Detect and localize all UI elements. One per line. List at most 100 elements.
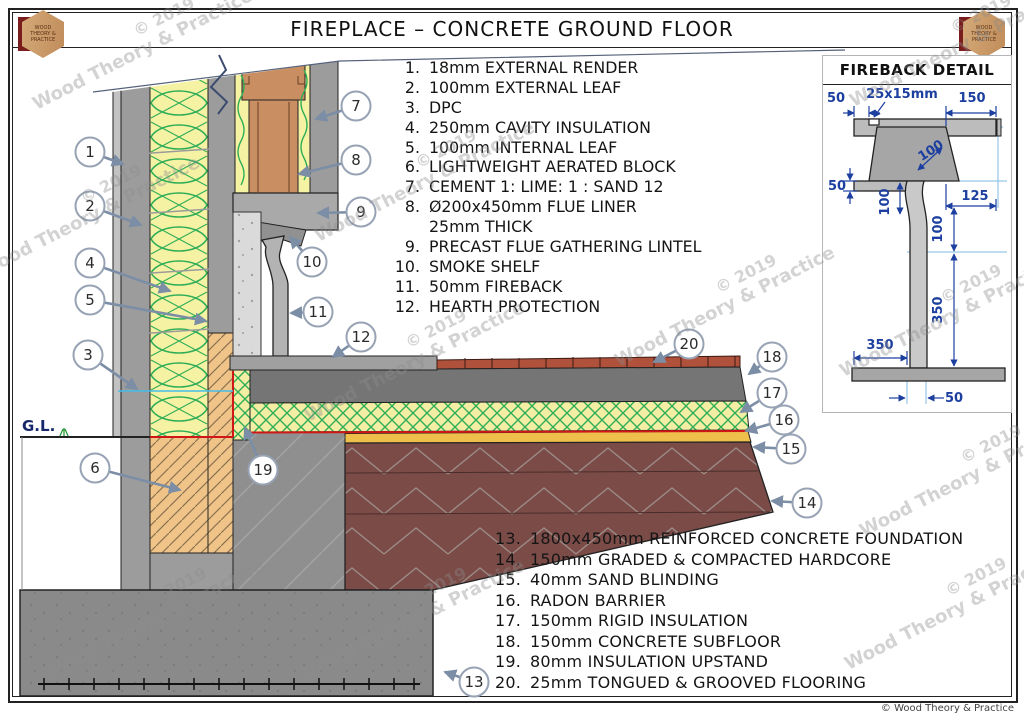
legend-item: 13.1800x450mm REINFORCED CONCRETE FOUNDA… [494, 529, 964, 548]
legend-item: 5.100mm INTERNAL LEAF [404, 137, 618, 157]
legend-item: 1.18mm EXTERNAL RENDER [404, 58, 639, 77]
legend-item: 11.50mm FIREBACK [394, 276, 563, 296]
insulation-wave-left [237, 74, 245, 186]
dimension-label: 50 [827, 91, 845, 106]
svg-text:11: 11 [308, 303, 327, 321]
logo-hexagon: WOOD THEORY & PRACTICE [22, 10, 64, 58]
callout-20: 20 [673, 328, 705, 360]
fireback-splay [868, 126, 960, 182]
radon-barrier-dpc [150, 371, 749, 438]
callout-5: 5 [74, 284, 106, 316]
legend-item: 15.40mm SAND BLINDING [494, 570, 719, 590]
sheet-border-outer [8, 8, 1018, 703]
dimension-label: 50 [828, 179, 846, 194]
page-title: FIREPLACE – CONCRETE GROUND FLOOR [290, 17, 734, 41]
callout-2: 2 [74, 190, 106, 222]
svg-text:19: 19 [253, 461, 272, 479]
svg-text:9: 9 [356, 203, 366, 221]
blockwork-base [149, 552, 236, 591]
callout-19: 19 [247, 454, 279, 486]
callout-7: 7 [340, 90, 372, 122]
legend-item: 12.HEARTH PROTECTION [394, 296, 601, 316]
svg-text:18: 18 [762, 348, 781, 366]
fireback-throat [904, 180, 928, 369]
logo-text: WOOD THEORY & PRACTICE [30, 25, 56, 43]
legend-item-continuation: 25mm THICK [429, 217, 533, 237]
callout-circles: 1 2 4 5 3 6 7 8 9 10 11 12 19 20 18 17 1… [72, 90, 823, 698]
svg-text:8: 8 [351, 151, 361, 169]
break-symbol [209, 54, 229, 115]
footer-credit: © Wood Theory & Practice [880, 703, 1014, 714]
callout-12: 12 [345, 321, 377, 353]
callout-13: 13 [458, 666, 490, 698]
legend-item: 8.Ø200x450mm FLUE LINER [404, 197, 637, 217]
dimension-label: 50 [945, 391, 963, 406]
callout-9: 9 [345, 196, 377, 228]
logo-left: WOOD THEORY & PRACTICE [18, 10, 66, 58]
svg-text:7: 7 [351, 97, 361, 115]
legend-upper: 1.18mm EXTERNAL RENDER 2.100mm EXTERNAL … [392, 58, 702, 317]
section-cut-line [92, 49, 846, 93]
dimension-label: 100 [931, 215, 946, 242]
foundation-texture [20, 590, 433, 696]
flue-liner-collar [241, 51, 306, 101]
svg-text:3: 3 [83, 346, 93, 364]
legend-lower: 13.1800x450mm REINFORCED CONCRETE FOUNDA… [488, 529, 963, 693]
logo-text: WOOD THEORY & PRACTICE [971, 25, 997, 43]
dimension-lines [843, 101, 997, 402]
svg-text:5: 5 [85, 291, 95, 309]
foundation-rebar [38, 678, 420, 690]
dimension-label: 350 [931, 296, 946, 323]
legend-item: 6.LIGHTWEIGHT AERATED BLOCK [404, 157, 676, 177]
logo-right: WOOD THEORY & PRACTICE [959, 10, 1007, 58]
legend-item: 18.150mm CONCRETE SUBFLOOR [494, 631, 782, 651]
callout-6: 6 [79, 452, 111, 484]
insulation-upstand [232, 369, 251, 441]
callout-10: 10 [296, 246, 328, 278]
svg-text:15: 15 [781, 440, 800, 458]
fireback-notch [868, 118, 880, 126]
fireback-bottom-bar [851, 367, 1006, 382]
dimension-label: 100 [878, 188, 893, 215]
rigid-insulation [249, 400, 750, 433]
hearth-protection [229, 355, 438, 371]
callout-4: 4 [74, 247, 106, 279]
insulation-wave-right [300, 69, 308, 181]
svg-text:2: 2 [85, 197, 95, 215]
external-render [112, 51, 122, 438]
callout-8: 8 [340, 144, 372, 176]
fireback-detail-title: FIREBACK DETAIL [823, 56, 1011, 85]
wall-ties [136, 148, 211, 335]
wall-bar-end [996, 118, 1002, 137]
cavity-fill-block [149, 436, 209, 554]
svg-text:6: 6 [90, 459, 100, 477]
fireplace-base-texture [233, 432, 345, 590]
legend-item: 3.DPC [404, 97, 462, 117]
flue-liner [248, 99, 299, 194]
legend-item: 4.250mm CAVITY INSULATION [404, 117, 651, 137]
title-divider [12, 47, 1012, 48]
dimension-label: 125 [961, 189, 988, 204]
svg-text:16: 16 [774, 411, 793, 429]
hardcore-courses [344, 470, 771, 515]
legend-item: 14.150mm GRADED & COMPACTED HARDCORE [494, 549, 892, 569]
callout-11: 11 [302, 296, 334, 328]
svg-text:13: 13 [464, 673, 483, 691]
svg-text:20: 20 [679, 335, 698, 353]
svg-text:1: 1 [85, 143, 95, 161]
cavity-insulation [149, 51, 209, 438]
callout-17: 17 [756, 377, 788, 409]
svg-text:17: 17 [762, 384, 781, 402]
legend-item: 16.RADON BARRIER [494, 590, 667, 610]
dimension-label: 350 [866, 338, 893, 353]
legend-item: 19.80mm INSULATION UPSTAND [494, 652, 769, 672]
callout-14: 14 [791, 487, 823, 519]
dimension-label: 150 [958, 91, 985, 106]
callout-1: 1 [74, 136, 106, 168]
ground-level-label: G.L. [22, 417, 55, 435]
svg-text:4: 4 [85, 254, 95, 272]
callout-16: 16 [768, 404, 800, 436]
internal-leaf [207, 51, 236, 334]
callout-18: 18 [756, 341, 788, 373]
